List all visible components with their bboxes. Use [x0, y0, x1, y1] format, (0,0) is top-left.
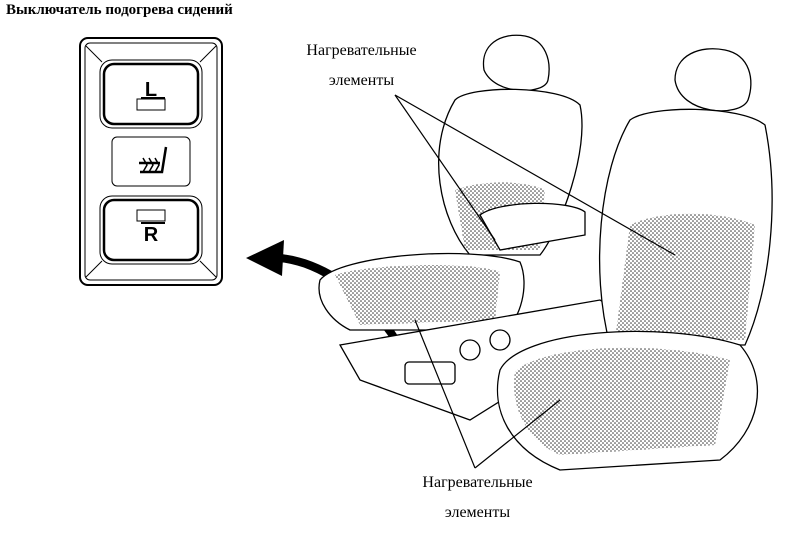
diagram-title: Выключатель подогрева сидений [6, 2, 233, 18]
heating-elements-label-top: Нагревательные элементы [284, 36, 439, 96]
seat-heater-icon [111, 136, 191, 187]
label-line-2: элементы [444, 504, 511, 521]
label-line-2: элементы [328, 72, 395, 89]
left-button-label: L [145, 79, 157, 101]
label-line-1: Нагревательные [422, 474, 533, 491]
label-line-1: Нагревательные [306, 42, 417, 59]
heating-elements-label-bottom: Нагревательные элементы [400, 468, 555, 528]
left-seat-heater-button[interactable]: L [99, 59, 203, 129]
right-seat-heater-button[interactable]: R [99, 195, 203, 265]
right-button-label: R [144, 224, 159, 246]
seat-heater-switch-panel: L R [79, 37, 223, 286]
left-seat [318, 34, 583, 331]
center-console [338, 202, 632, 421]
direction-arrow [246, 240, 410, 362]
left-headrest [482, 34, 550, 92]
leader-lines [394, 94, 676, 469]
right-seat [496, 48, 773, 471]
right-headrest [674, 48, 752, 112]
